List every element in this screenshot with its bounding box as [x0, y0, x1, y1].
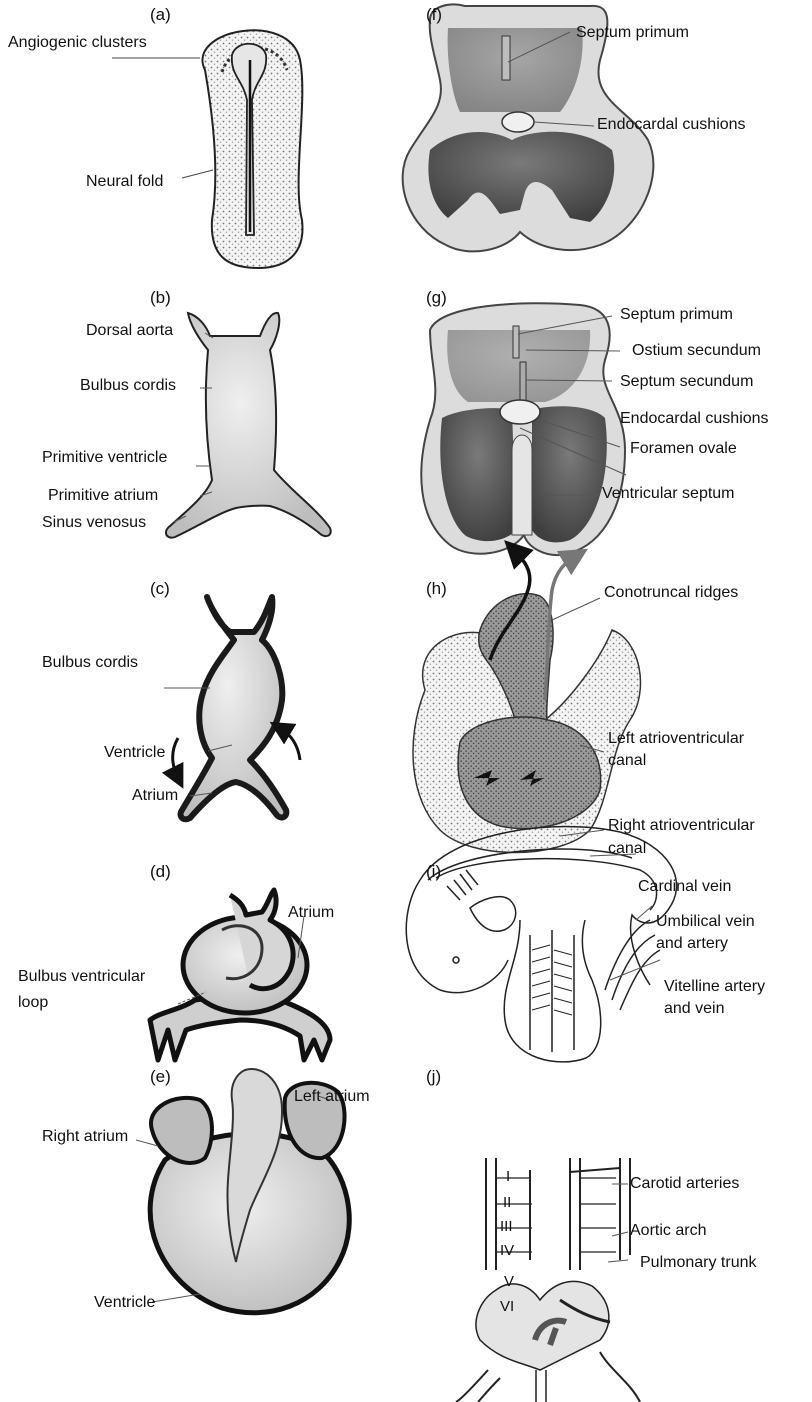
- label-loop: loop: [18, 994, 48, 1012]
- label-atrium-d: Atrium: [288, 904, 334, 922]
- label-conotruncal-ridges: Conotruncal ridges: [604, 584, 738, 602]
- label-left-atrium: Left atrium: [294, 1088, 370, 1106]
- panel-c-looping-heart: [173, 597, 300, 819]
- label-right-atrium: Right atrium: [42, 1128, 128, 1146]
- panel-h-letter: (h): [426, 580, 447, 598]
- label-bulbus-cordis-c: Bulbus cordis: [42, 654, 138, 672]
- panel-c-letter: (c): [150, 580, 170, 598]
- label-bulbus-ventricular: Bulbus ventricular: [18, 968, 145, 986]
- arch-numeral-2: II: [503, 1194, 511, 1212]
- arch-numeral-4: IV: [500, 1242, 514, 1260]
- label-neural-fold: Neural fold: [86, 173, 163, 191]
- label-primitive-ventricle: Primitive ventricle: [42, 449, 167, 467]
- panel-e-letter: (e): [150, 1068, 171, 1086]
- panel-f-letter: (f): [426, 6, 442, 24]
- label-vitelline-2: and vein: [664, 1000, 725, 1018]
- panel-g-letter: (g): [426, 289, 447, 307]
- label-aortic-arch: Aortic arch: [630, 1222, 706, 1240]
- panel-i-letter: (i): [426, 863, 441, 881]
- label-ostium-secundum: Ostium secundum: [632, 342, 761, 360]
- label-dorsal-aorta: Dorsal aorta: [86, 322, 173, 340]
- label-ventricle-c: Ventricle: [104, 744, 165, 762]
- label-carotid-arteries: Carotid arteries: [630, 1175, 739, 1193]
- panel-i-leaders: [590, 854, 660, 980]
- label-right-av-canal-2: canal: [608, 840, 646, 858]
- panel-j-letter: (j): [426, 1068, 441, 1086]
- label-septum-primum-f: Septum primum: [576, 24, 689, 42]
- arch-numeral-5: V: [504, 1273, 514, 1291]
- arch-numeral-3: III: [500, 1218, 513, 1236]
- arch-numeral-1: I: [506, 1168, 510, 1186]
- label-foramen-ovale: Foramen ovale: [630, 440, 737, 458]
- label-ventricular-septum: Ventricular septum: [602, 485, 735, 503]
- label-bulbus-cordis-b: Bulbus cordis: [80, 377, 176, 395]
- panel-d-letter: (d): [150, 863, 171, 881]
- panel-b-letter: (b): [150, 289, 171, 307]
- panel-b-tube-heart: [166, 313, 331, 538]
- label-left-av-canal-1: Left atrioventricular: [608, 730, 744, 748]
- panel-a-letter: (a): [150, 6, 171, 24]
- label-endocardal-cushions-g: Endocardal cushions: [620, 410, 769, 428]
- label-endocardal-cushions-f: Endocardal cushions: [597, 116, 746, 134]
- label-septum-secundum: Septum secundum: [620, 373, 753, 391]
- label-left-av-canal-2: canal: [608, 752, 646, 770]
- label-ventricle-e: Ventricle: [94, 1294, 155, 1312]
- label-primitive-atrium: Primitive atrium: [48, 487, 158, 505]
- panel-j-leaders: [608, 1184, 628, 1262]
- label-sinus-venosus: Sinus venosus: [42, 514, 146, 532]
- label-umbilical-2: and artery: [656, 935, 728, 953]
- label-angiogenic-clusters: Angiogenic clusters: [8, 34, 147, 52]
- label-umbilical-1: Umbilical vein: [656, 913, 755, 931]
- arch-numeral-6: VI: [500, 1298, 514, 1316]
- leader-neural: [182, 170, 213, 178]
- label-septum-primum-g: Septum primum: [620, 306, 733, 324]
- label-right-av-canal-1: Right atrioventricular: [608, 817, 755, 835]
- panel-a-embryo: [202, 30, 302, 268]
- label-cardinal-vein: Cardinal vein: [638, 878, 731, 896]
- label-pulmonary-trunk: Pulmonary trunk: [640, 1254, 757, 1272]
- panel-i-embryo-vessels: [406, 827, 676, 1062]
- label-atrium-c: Atrium: [132, 787, 178, 805]
- panel-j-aortic-arches: [456, 1158, 640, 1402]
- label-vitelline-1: Vitelline artery: [664, 978, 765, 996]
